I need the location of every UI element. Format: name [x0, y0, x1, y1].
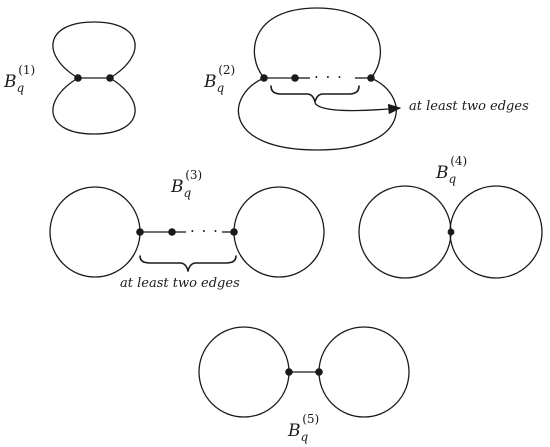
- b2-vertex-mid: [291, 74, 299, 82]
- graph-b1: Bq(1): [3, 21, 136, 135]
- b5-right-loop: [318, 326, 410, 418]
- b3-brace: [139, 255, 237, 272]
- b2-lower-loop: [237, 77, 397, 151]
- b4-vertex: [447, 228, 455, 236]
- b3-left-loop: [49, 186, 141, 278]
- graph-b4: Bq(4): [358, 154, 543, 279]
- b1-lower-loop: [52, 77, 136, 135]
- b3-vertex-left: [136, 228, 144, 236]
- b1-vertex-left: [74, 74, 82, 82]
- b2-brace: [270, 85, 360, 103]
- b2-pointer-arrow: [314, 102, 402, 115]
- b2-vertex-left: [260, 74, 268, 82]
- b2-note: at least two edges: [409, 99, 529, 114]
- b4-left-loop: [358, 185, 452, 279]
- b1-upper-loop: [52, 21, 136, 79]
- b5-left-loop: [198, 326, 290, 418]
- b3-right-loop: [233, 186, 325, 278]
- graph-b3: · · · at least two edges Bq(3): [49, 168, 325, 291]
- b1-label: Bq(1): [3, 63, 35, 95]
- graph-b5: Bq(5): [198, 326, 410, 444]
- b1-vertex-right: [106, 74, 114, 82]
- b5-vertex-right: [315, 368, 323, 376]
- b2-upper-loop: [253, 7, 382, 79]
- b2-ellipsis: · · ·: [314, 68, 343, 86]
- b5-vertex-left: [285, 368, 293, 376]
- b4-right-loop: [449, 185, 543, 279]
- b5-label: Bq(5): [287, 412, 319, 444]
- graph-b2: · · · at least two edges Bq(2): [203, 7, 529, 151]
- b3-ellipsis: · · ·: [190, 222, 219, 240]
- b2-label: Bq(2): [203, 63, 235, 95]
- b3-vertex-mid: [168, 228, 176, 236]
- b4-label: Bq(4): [435, 154, 467, 186]
- b3-note: at least two edges: [120, 276, 240, 291]
- b2-vertex-right: [367, 74, 375, 82]
- b3-vertex-right: [230, 228, 238, 236]
- b3-label: Bq(3): [170, 168, 202, 200]
